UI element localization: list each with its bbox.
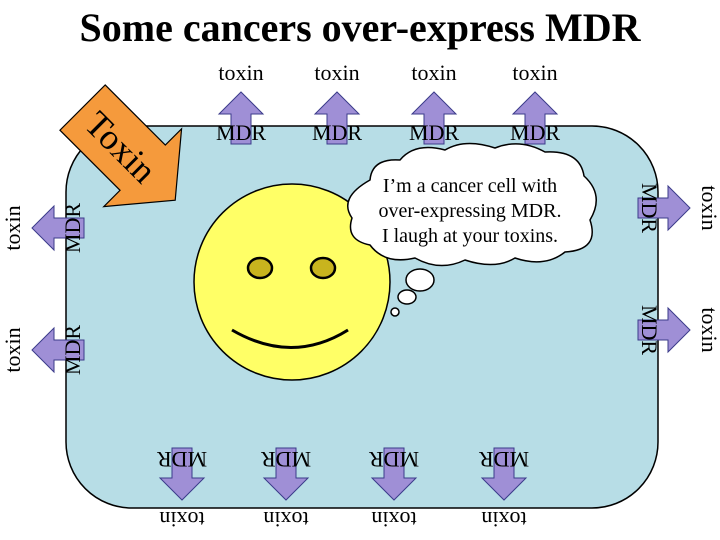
mdr-pump-5: MDR toxin: [157, 447, 207, 532]
toxin-label: toxin: [0, 327, 25, 372]
efflux-arrow-icon: [158, 447, 206, 501]
mdr-label: MDR: [216, 120, 266, 145]
efflux-arrow-icon: [637, 184, 691, 232]
mdr-pump-6: MDR toxin: [261, 447, 311, 532]
mdr-pumps: MDRtoxinMDRtoxinMDRtoxinMDRtoxinMDRtoxin…: [0, 60, 720, 532]
toxin-label: toxin: [371, 507, 416, 532]
toxin-label: toxin: [697, 185, 720, 230]
mdr-label: MDR: [637, 183, 662, 233]
mdr-pump-10: MDR toxin: [0, 325, 85, 375]
mdr-pump-12: MDR toxin: [637, 305, 720, 355]
toxin-label: toxin: [697, 307, 720, 352]
left-eye: [246, 256, 274, 280]
smiley-face-icon: [193, 183, 391, 381]
slide-title: Some cancers over-express MDR: [79, 5, 641, 50]
mdr-label: MDR: [479, 447, 529, 472]
toxin-label: toxin: [218, 60, 263, 85]
toxin-label: toxin: [159, 507, 204, 532]
mdr-label: MDR: [510, 120, 560, 145]
toxin-label: toxin: [512, 60, 557, 85]
efflux-arrow-icon: [480, 447, 528, 501]
mdr-pump-11: MDR toxin: [637, 183, 720, 233]
mdr-pump-4: MDR toxin: [510, 60, 560, 145]
face: [193, 183, 391, 381]
mdr-label: MDR: [261, 447, 311, 472]
efflux-arrow-icon: [370, 447, 418, 501]
toxin-arrow-shape: [59, 84, 183, 208]
thought-line-1: I’m a cancer cell with: [383, 175, 557, 197]
thought-dot-small: [390, 307, 400, 317]
efflux-arrow-icon: [31, 204, 85, 252]
mdr-pump-1: MDR toxin: [216, 60, 266, 145]
mdr-pump-9: MDR toxin: [0, 203, 85, 253]
mdr-pump-7: MDR toxin: [369, 447, 419, 532]
mdr-pump-8: MDR toxin: [479, 447, 529, 532]
thought-cloud: [347, 142, 597, 267]
mdr-label: MDR: [369, 447, 419, 472]
mdr-label: MDR: [157, 447, 207, 472]
efflux-arrow-icon: [511, 91, 559, 145]
toxin-label: toxin: [263, 507, 308, 532]
toxin-label: toxin: [314, 60, 359, 85]
mdr-label: MDR: [409, 120, 459, 145]
mdr-label: MDR: [60, 325, 85, 375]
thought-bubble: I’m a cancer cell with over-expressing M…: [347, 142, 597, 317]
toxin-label: toxin: [411, 60, 456, 85]
toxin-label: toxin: [0, 205, 25, 250]
mdr-pump-2: MDR toxin: [312, 60, 362, 145]
thought-line-3: I laugh at your toxins.: [382, 225, 558, 247]
right-eye: [309, 256, 337, 280]
efflux-arrow-icon: [637, 306, 691, 354]
thought-dot-medium: [397, 289, 417, 305]
toxin-label: toxin: [481, 507, 526, 532]
efflux-arrow-icon: [217, 91, 265, 145]
mdr-label: MDR: [637, 305, 662, 355]
efflux-arrow-icon: [31, 326, 85, 374]
mdr-pump-3: MDR toxin: [409, 60, 459, 145]
mdr-label: MDR: [312, 120, 362, 145]
thought-line-2: over-expressing MDR.: [379, 200, 562, 222]
thought-dot-large: [405, 268, 435, 292]
smile: [231, 328, 349, 349]
efflux-arrow-icon: [262, 447, 310, 501]
mdr-label: MDR: [60, 203, 85, 253]
efflux-arrow-icon: [410, 91, 458, 145]
efflux-arrow-icon: [313, 91, 361, 145]
